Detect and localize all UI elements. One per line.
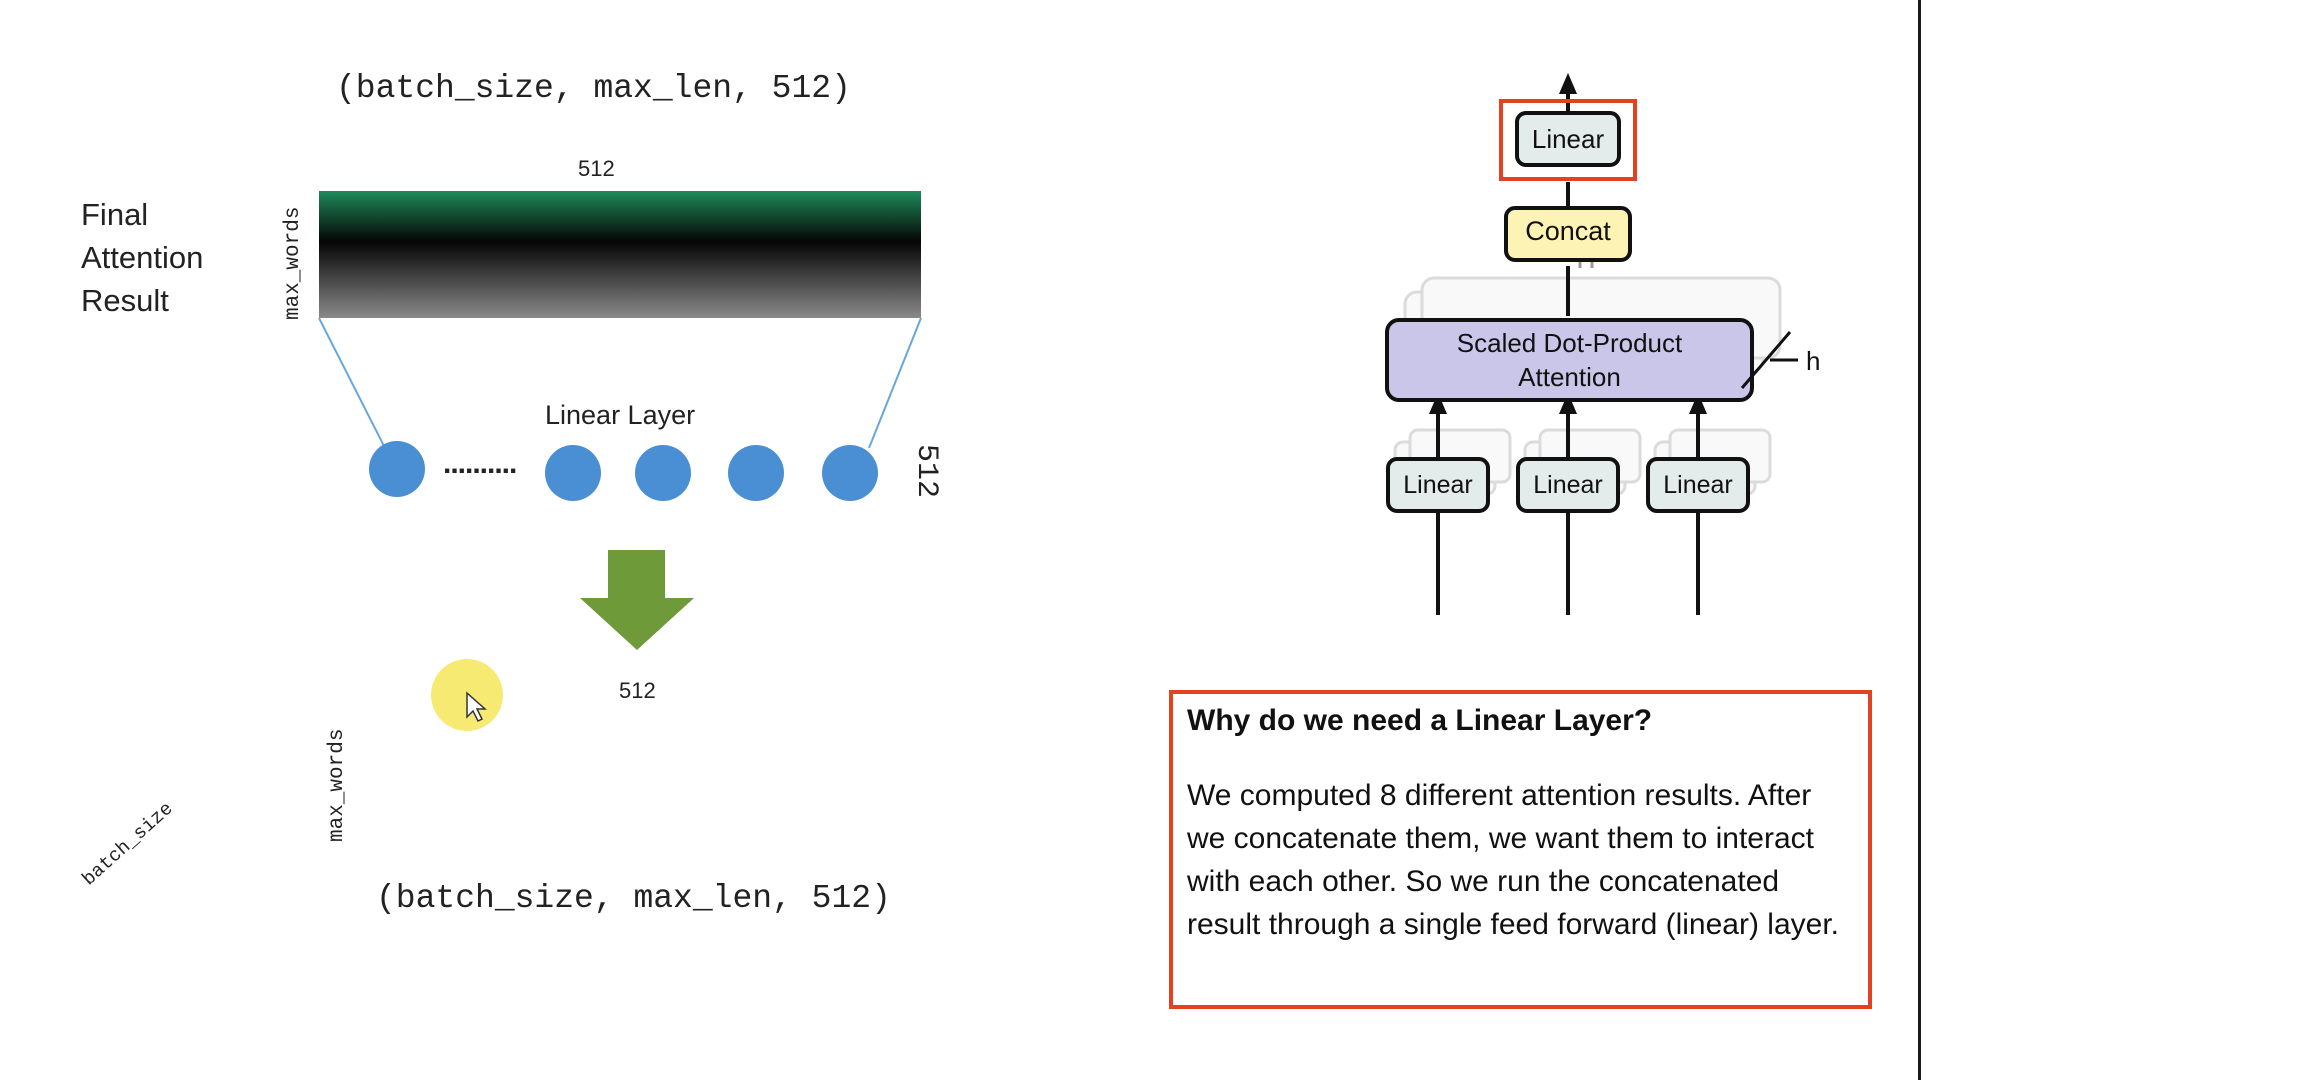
neuron [369,441,425,497]
multi-head-attention-diagram [1385,72,1798,615]
final-label-line: Result [81,283,169,318]
attention-box [1385,318,1754,402]
linear-bottom-box [1386,457,1490,513]
top-matrix [319,191,921,318]
final-label-line: Attention [81,240,204,275]
cursor-pointer-icon [466,691,487,723]
linear-top-label: Linear [1531,124,1605,154]
info-answer: We computed 8 different attention result… [1187,779,1840,941]
neuron [545,445,601,501]
attention-label-line2: Attention [1518,362,1621,392]
top-matrix-diagram [318,191,922,650]
info-box: Why do we need a Linear Layer? We comput… [1169,690,1872,1009]
neuron-count-label: 512 [909,444,943,499]
down-arrow-icon [580,550,694,650]
top-shape-label: (batch_size, max_len, 512) [336,70,851,107]
final-label-line: Final [81,197,149,232]
linear-bottom-box [1646,457,1750,513]
linear-bottom-box [1516,457,1620,513]
concat-box [1504,206,1632,262]
attention-label-line1: Scaled Dot-Product [1456,328,1683,358]
info-question: Why do we need a Linear Layer? [1187,704,1653,737]
neuron-ellipsis: .......... [443,447,517,480]
linear-top-highlight [1499,99,1637,181]
top-matrix-width-label: 512 [578,156,615,181]
slide: (batch_size, max_len, 512) Final Attenti… [78,70,1872,1009]
top-matrix-height-label: max_words [282,206,305,320]
neuron [635,445,691,501]
bottom-matrix-width-label: 512 [619,678,656,703]
connector-line [868,317,922,449]
linear-bottom-label: Linear [1663,471,1733,499]
bottom-shape-label: (batch_size, max_len, 512) [376,880,891,917]
linear-layer-label: Linear Layer [545,400,696,430]
concat-label: Concat [1525,216,1611,246]
linear-top-box [1515,111,1621,167]
heads-bracket [1740,331,1798,389]
linear-bottom-label: Linear [1533,471,1603,499]
connector-line [318,317,386,449]
final-attention-label: Final Attention Result [81,193,203,322]
linear-bottom-label: Linear [1403,471,1473,499]
cube-label: batch_size [78,797,178,891]
slide-right-edge [1918,0,1921,1080]
bottom-matrix-height-label: max_words [326,728,349,842]
heads-label: h [1806,346,1821,376]
neuron [728,445,784,501]
neuron [822,445,878,501]
